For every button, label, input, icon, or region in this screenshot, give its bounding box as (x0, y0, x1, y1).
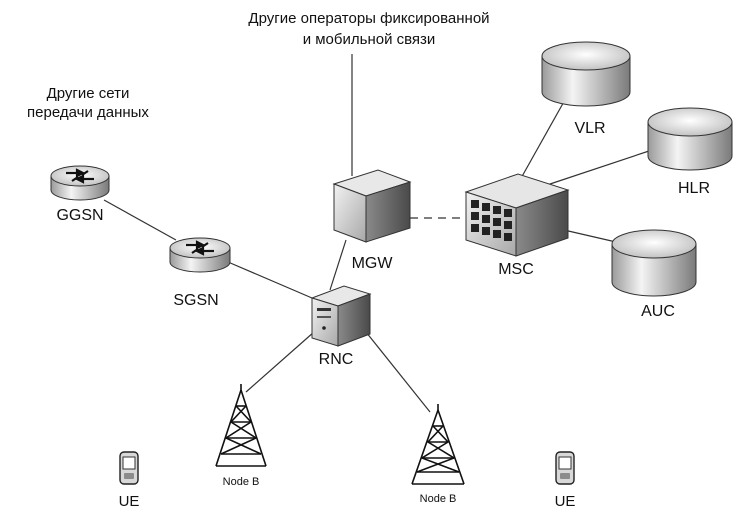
vlr-label: VLR (574, 120, 605, 137)
server-icon (332, 169, 412, 243)
auc-node: AUC (611, 229, 697, 320)
data-networks-caption-line1: Другие сети (47, 85, 130, 102)
sgsn-node: SGSN (169, 237, 231, 309)
msc-label: MSC (498, 261, 534, 278)
mobile-phone-icon (119, 451, 139, 485)
hlr-label: HLR (678, 180, 710, 197)
nodeb-right-node: Node B (411, 404, 465, 505)
ue-left-node: UE (119, 451, 140, 507)
database-icon (647, 107, 733, 171)
router-icon (169, 237, 231, 273)
cell-tower-icon (215, 384, 267, 467)
nodeb-left-node: Node B (215, 384, 267, 488)
link-msc-hlr (543, 149, 653, 187)
link-sgsn-rnc (227, 261, 313, 299)
ue-left-label: UE (119, 493, 140, 507)
ue-right-node: UE (555, 451, 576, 507)
rnc-label: RNC (319, 351, 354, 368)
mobile-phone-icon (555, 451, 575, 485)
operators-caption-line2: и мобильной связи (303, 31, 436, 48)
ue-right-label: UE (555, 493, 576, 507)
link-ggsn-sgsn (103, 199, 177, 241)
nodeb-right-label: Node B (420, 493, 457, 505)
cell-tower-icon (411, 404, 465, 485)
auc-label: AUC (641, 303, 675, 320)
links (103, 54, 653, 413)
nodeb-left-label: Node B (223, 476, 260, 488)
router-icon (50, 165, 110, 201)
vlr-node: VLR (541, 41, 631, 137)
mgw-node: MGW (332, 169, 412, 272)
data-networks-caption-line2: передачи данных (27, 104, 149, 121)
database-icon (611, 229, 697, 297)
ggsn-node: GGSN (50, 165, 110, 224)
ggsn-label: GGSN (56, 207, 103, 224)
link-mgw-rnc (329, 239, 347, 291)
link-msc-auc (563, 229, 617, 243)
server-icon (464, 173, 570, 257)
link-rnc-nodeb-left (245, 331, 315, 393)
link-msc-vlr (519, 97, 567, 181)
operators-caption-line1: Другие операторы фиксированной (248, 10, 489, 27)
server-icon (310, 285, 372, 347)
msc-node: MSC (464, 173, 570, 278)
mgw-label: MGW (352, 255, 394, 272)
link-rnc-nodeb-right (365, 331, 431, 413)
sgsn-label: SGSN (173, 292, 218, 309)
database-icon (541, 41, 631, 107)
hlr-node: HLR (647, 107, 733, 197)
rnc-node: RNC (310, 285, 372, 368)
